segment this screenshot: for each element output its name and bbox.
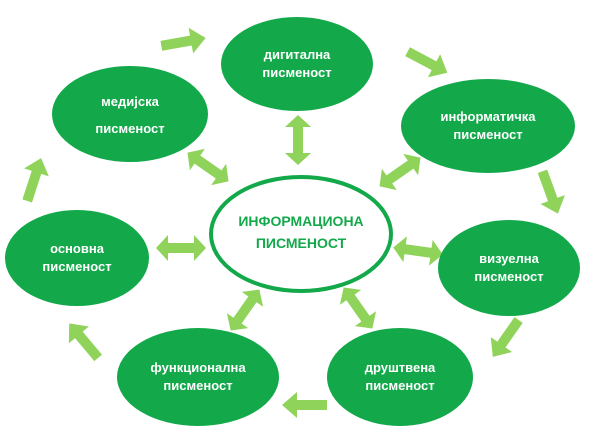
center-line1: ИНФОРМАЦИОНА [238,213,363,229]
spoke-media [187,148,229,186]
node-functional-line1: функционална [150,360,246,375]
node-functional-line2: писменост [163,378,232,393]
arrow-digital-to-informatics [405,47,448,78]
spoke-digital [285,115,311,165]
center-node: ИНФОРМАЦИОНА ПИСМЕНОСТ [209,175,393,293]
node-social-line1: друштвена [365,360,436,375]
node-media: медијска писменост [52,66,208,162]
spoke-visual [393,236,443,266]
node-basic: основна писменост [5,210,149,306]
arrow-media-to-digital [160,27,206,54]
arrow-visual-to-social [490,317,523,357]
spoke-social [339,287,377,329]
spoke-basic [156,235,206,261]
node-informatics: информатичка писменост [401,79,575,173]
spoke-informatics [379,153,421,191]
arrow-informatics-to-visual [537,169,565,214]
node-digital: дигитална писменост [221,17,373,111]
spoke-arrows [156,115,443,331]
node-visual-line2: писменост [474,269,543,284]
cycle-arrows [22,27,565,418]
arrow-social-to-functional [282,392,327,418]
node-digital-line1: дигитална [264,47,331,62]
node-visual-line1: визуелна [479,251,540,266]
node-social: друштвена писменост [327,328,473,426]
node-functional: функционална писменост [117,328,279,426]
node-social-line2: писменост [365,378,434,393]
spoke-functional [226,289,264,331]
node-visual: визуелна писменост [438,220,580,316]
node-basic-line2: писменост [42,259,111,274]
node-basic-line1: основна [50,241,105,256]
arrow-basic-to-media [22,158,49,203]
node-informatics-line1: информатичка [440,109,536,124]
arrow-functional-to-basic [68,323,102,362]
node-media-line1: медијска [101,94,159,109]
node-informatics-line2: писменост [453,127,522,142]
center-line2: ПИСМЕНОСТ [256,235,347,251]
node-media-line2: писменост [95,121,164,136]
node-digital-line2: писменост [262,65,331,80]
